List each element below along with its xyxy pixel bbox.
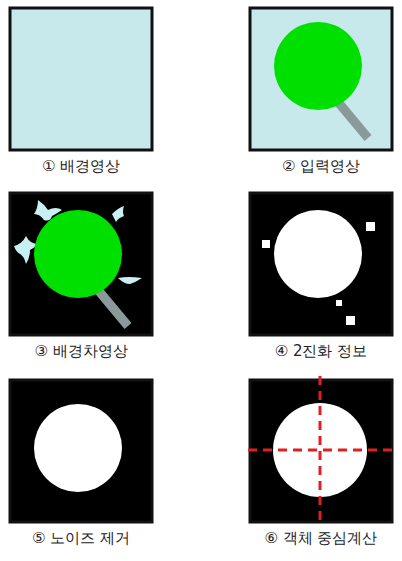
noise-blob <box>112 206 124 222</box>
image-panel: ④ 2진화 정보 <box>250 193 392 335</box>
background-frame <box>10 8 152 150</box>
panel-caption: ② 입력영상 <box>282 157 360 175</box>
noise-dot <box>346 316 355 325</box>
image-panel: ⑥ 객체 중심계산 <box>250 380 392 522</box>
noise-blob <box>118 277 142 284</box>
image-panel: ① 배경영상 <box>10 8 152 150</box>
image-panel: ③ 배경차영상 <box>10 193 152 335</box>
difference-frame <box>10 193 152 335</box>
noise-dot <box>262 240 270 248</box>
object-circle <box>34 210 122 298</box>
panel-caption: ① 배경영상 <box>42 157 120 175</box>
object-handle <box>98 290 128 326</box>
image-panel: ② 입력영상 <box>250 8 392 150</box>
denoised-frame <box>10 380 152 522</box>
binary-circle <box>274 210 362 298</box>
object-handle <box>338 102 368 138</box>
panel-caption: ③ 배경차영상 <box>34 342 127 360</box>
denoised-circle <box>34 404 122 492</box>
object-circle <box>274 22 362 110</box>
noise-dot <box>366 222 375 231</box>
input-frame <box>250 8 392 150</box>
panel-caption: ⑤ 노이즈 제거 <box>32 529 130 547</box>
panel-caption: ⑥ 객체 중심계산 <box>265 529 378 547</box>
centroid-crosshair <box>248 449 396 452</box>
noise-dot <box>336 300 342 306</box>
binary-frame <box>250 193 392 335</box>
panel-caption: ④ 2진화 정보 <box>275 342 368 360</box>
centroid-crosshair <box>319 376 322 524</box>
image-panel: ⑤ 노이즈 제거 <box>10 380 152 522</box>
